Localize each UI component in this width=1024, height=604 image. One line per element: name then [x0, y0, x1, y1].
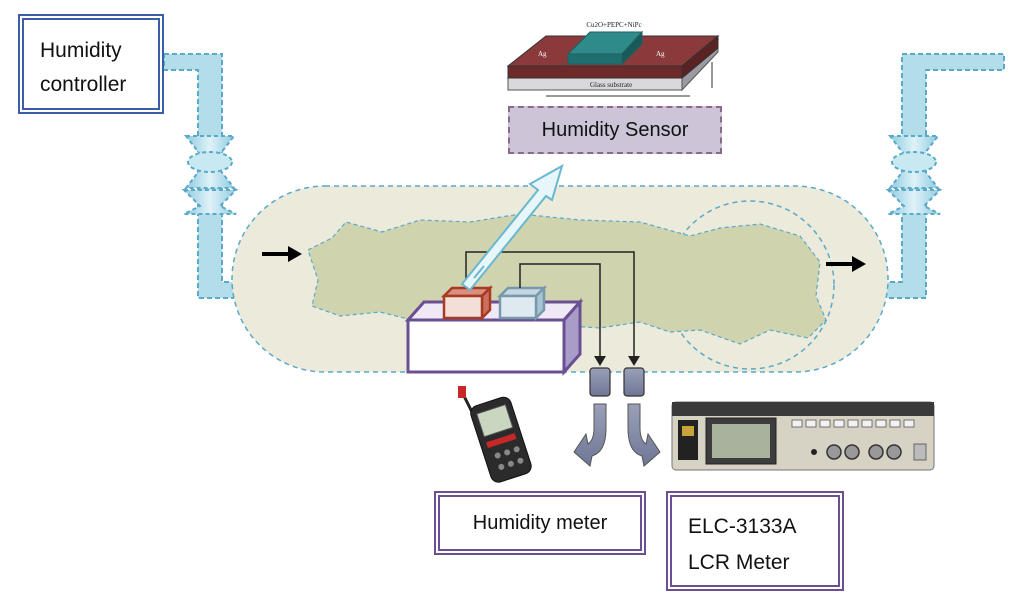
lcr-meter-box: ELC-3133A LCR Meter — [666, 491, 844, 591]
substrate-label: Glass substrate — [590, 81, 632, 89]
sensor-block-red — [440, 284, 494, 322]
humidity-controller-label-line2: controller — [40, 73, 127, 96]
probe-arrow-icon — [460, 163, 564, 292]
humidity-sensor-box: Humidity Sensor — [508, 106, 722, 154]
curved-arrow-to-humidity-meter — [573, 403, 607, 467]
valve-icon — [181, 135, 239, 215]
humidity-controller-box: Humidity controller — [18, 14, 164, 114]
humidity-meter-label: Humidity meter — [472, 512, 608, 534]
connector-plug-icon — [589, 367, 611, 397]
flow-arrow-icon — [826, 256, 866, 272]
sensor-device-illustration: Cu2O+PEPC+NiPc Ag Ag Glass substrate — [506, 21, 720, 97]
handheld-hygrometer-icon — [458, 386, 532, 483]
humidity-controller-label-line1: Humidity — [40, 39, 122, 62]
lcr-meter-model-label: ELC-3133A — [688, 515, 797, 538]
lcr-meter-type-label: LCR Meter — [688, 551, 790, 574]
electrode-right-label: Ag — [656, 50, 665, 58]
humidity-sensor-label: Humidity Sensor — [541, 119, 689, 141]
valve-icon — [885, 135, 943, 215]
sensor-top-label: Cu2O+PEPC+NiPc — [586, 21, 641, 29]
connection-wires — [465, 251, 635, 360]
humidity-meter-box: Humidity meter — [434, 491, 646, 555]
connector-plug-icon — [623, 367, 645, 397]
electrode-left-label: Ag — [538, 50, 547, 58]
flow-arrow-icon — [262, 246, 302, 262]
sensor-block-blue — [496, 284, 548, 322]
lcr-meter-device-icon — [671, 401, 935, 471]
sample-stage — [404, 298, 584, 376]
inlet-pipe — [163, 53, 311, 299]
curved-arrow-to-lcr-meter — [627, 403, 661, 467]
